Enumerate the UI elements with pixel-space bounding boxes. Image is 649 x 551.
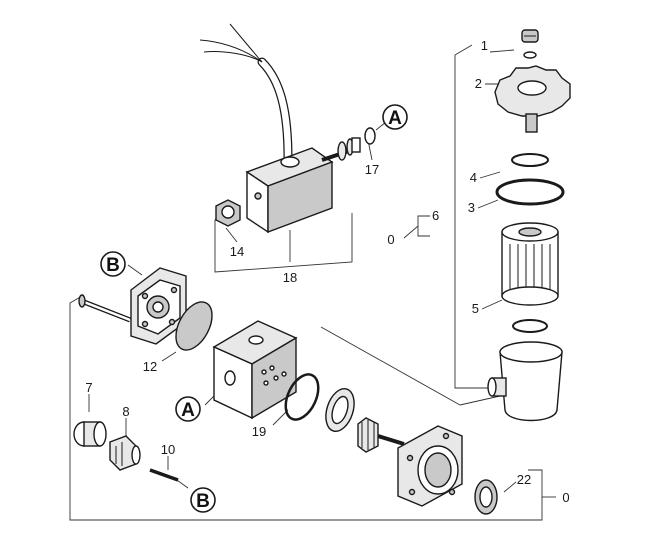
label-part-12: 12 (143, 359, 157, 374)
label-part-4: 4 (470, 170, 477, 185)
solenoid-cable (199, 23, 293, 163)
bearing (474, 479, 498, 515)
part-labels: 1 2 4 3 6 0 5 17 14 18 12 7 8 10 19 22 0 (85, 38, 569, 505)
nut (215, 199, 241, 227)
plug-7 (73, 421, 107, 447)
o-ring-19 (284, 373, 320, 421)
solenoid-coil (245, 147, 334, 234)
svg-text:B: B (196, 491, 210, 512)
connection-b-bottom: B (190, 487, 216, 513)
filter-assembly (487, 29, 571, 422)
label-part-14: 14 (230, 244, 244, 259)
label-part-2: 2 (475, 76, 482, 91)
gear-set (325, 387, 405, 453)
label-part-7: 7 (85, 380, 92, 395)
label-part-0-base: 0 (562, 490, 569, 505)
pin-10 (149, 468, 179, 482)
label-part-1: 1 (481, 38, 488, 53)
label-part-17: 17 (365, 162, 379, 177)
label-part-8: 8 (122, 404, 129, 419)
solenoid-stem (321, 127, 376, 162)
label-part-22: 22 (517, 472, 531, 487)
svg-text:A: A (388, 108, 402, 129)
connection-a-block: A (175, 396, 201, 422)
label-part-10: 10 (161, 442, 175, 457)
label-part-5: 5 (472, 301, 479, 316)
motor-flange (397, 425, 463, 507)
flange-cover (78, 267, 213, 351)
connection-b-flange: B (100, 251, 126, 277)
valve-block (212, 320, 298, 420)
label-part-6: 6 (432, 208, 439, 223)
connection-a-top: A (382, 104, 408, 130)
svg-text:A: A (181, 400, 195, 421)
bushing-8 (109, 435, 141, 471)
svg-text:B: B (106, 255, 120, 276)
label-part-18: 18 (283, 270, 297, 285)
label-part-19: 19 (252, 424, 266, 439)
label-part-3: 3 (468, 200, 475, 215)
label-part-0-filter: 0 (387, 232, 394, 247)
